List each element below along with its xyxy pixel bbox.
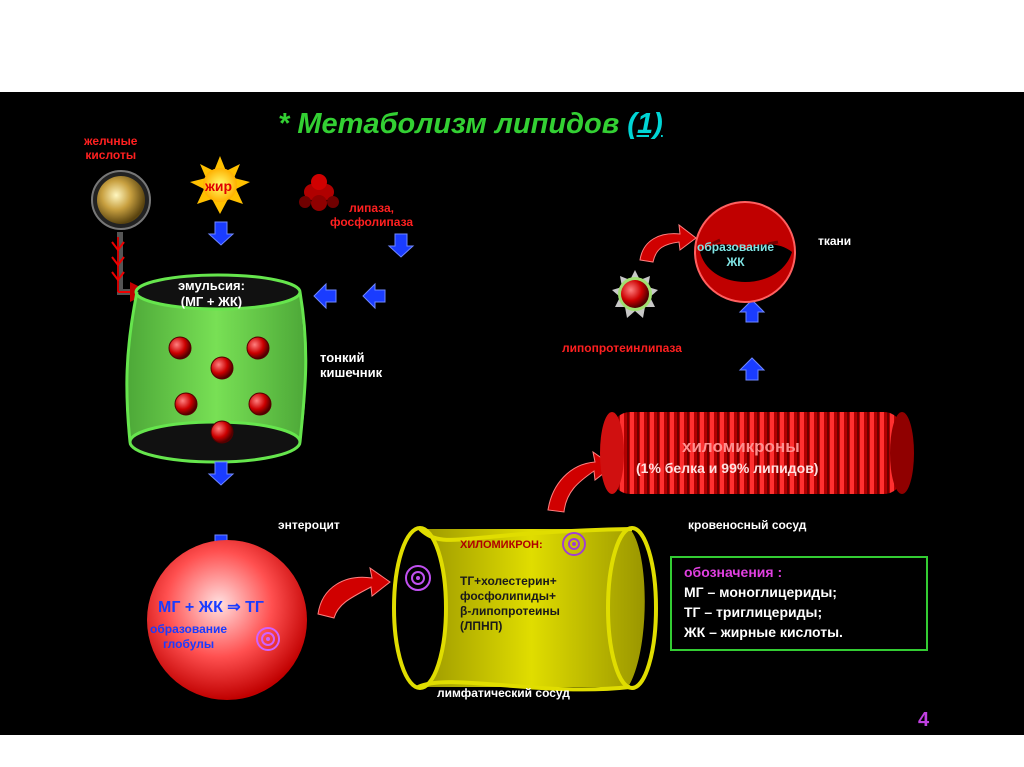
blood-vessel-label: кровеносный сосуд (688, 518, 807, 532)
curved-red-arrows (317, 223, 697, 619)
chylomicron-heading: ХИЛОМИКРОН: (460, 539, 543, 551)
chylomicron-line-3: β-липопротеины (460, 604, 560, 618)
slide-title: * Метаболизм липидов (1) (278, 108, 663, 141)
legend-line-1: МГ – моноглицериды; (684, 584, 837, 600)
tissues-label: ткани (818, 234, 852, 248)
bile-acids-label: желчные кислоты (84, 134, 137, 162)
globule-formation-label: образование глобулы (150, 622, 227, 652)
small-intestine-line-1: тонкий (320, 350, 365, 365)
lipoprotein-lipase-label: липопротеинлипаза (562, 341, 682, 355)
chylomicron-line-1: ТГ+холестерин+ (460, 574, 557, 588)
emulsion-label: эмульсия: (МГ + ЖК) (178, 278, 245, 310)
lipoprotein-lipase-icon (612, 270, 658, 318)
tissue-cell (694, 201, 796, 303)
slide: * Метаболизм липидов (1) желчные кислоты… (0, 92, 1024, 735)
globule-line-2: глобулы (162, 637, 215, 651)
lipase-label: липаза, фосфолипаза (330, 201, 413, 229)
small-intestine-line-2: кишечник (320, 365, 383, 380)
lipase-line-2: фосфолипаза (330, 215, 414, 229)
legend-line-2: ТГ – триглицериды; (684, 604, 823, 620)
fa-formation-line-1: образование (697, 240, 775, 254)
fat-label: жир (205, 178, 233, 194)
chylomicron-composition: ТГ+холестерин+ фосфолипиды+ β-липопротеи… (460, 574, 560, 634)
lymph-vessel (392, 526, 658, 692)
chylomicron-line-2: фосфолипиды+ (460, 589, 557, 603)
bile-acid-disc (91, 170, 151, 302)
title-link[interactable]: (1) (627, 108, 663, 140)
blood-vessel (600, 412, 914, 494)
small-intestine-label: тонкий кишечник (320, 350, 382, 380)
enterocyte-label: энтероцит (278, 518, 340, 532)
emulsion-line-2: (МГ + ЖК) (180, 294, 243, 309)
legend-line-3: ЖК – жирные кислоты. (684, 624, 843, 640)
globule-line-1: образование (150, 622, 228, 636)
mg-zhk-tg-formula: МГ + ЖК ⇒ ТГ (158, 599, 264, 616)
globule-spiral-icon (256, 627, 280, 651)
chylomicrons-label: хиломикроны (682, 437, 800, 456)
lipase-molecule-icon (299, 174, 339, 211)
chylomicron-spiral-icon-2 (562, 532, 586, 556)
chylomicron-line-4: (ЛПНП) (460, 619, 503, 633)
emulsion-droplets (168, 336, 272, 444)
enterocyte-cell (147, 540, 307, 700)
emulsion-line-1: эмульсия: (178, 278, 245, 293)
page-number: 4 (918, 709, 930, 731)
fa-formation-label: образование ЖК (697, 240, 774, 270)
bile-acids-line-1: желчные (84, 134, 138, 148)
chylomicrons-composition: (1% белка и 99% липидов) (636, 460, 819, 476)
lymph-vessel-label: лимфатический сосуд (437, 686, 570, 700)
title-text: * Метаболизм липидов (278, 108, 628, 140)
fa-formation-line-2: ЖК (726, 255, 745, 269)
diagram-artwork (91, 156, 914, 700)
lipase-line-1: липаза, (349, 201, 394, 215)
fat-sun-icon (190, 156, 250, 214)
bile-acids-line-2: кислоты (85, 148, 137, 162)
chylomicron-spiral-icon-1 (405, 565, 431, 591)
legend-heading: обозначения : (684, 564, 783, 580)
legend-box: обозначения : МГ – моноглицериды; ТГ – т… (670, 556, 928, 651)
